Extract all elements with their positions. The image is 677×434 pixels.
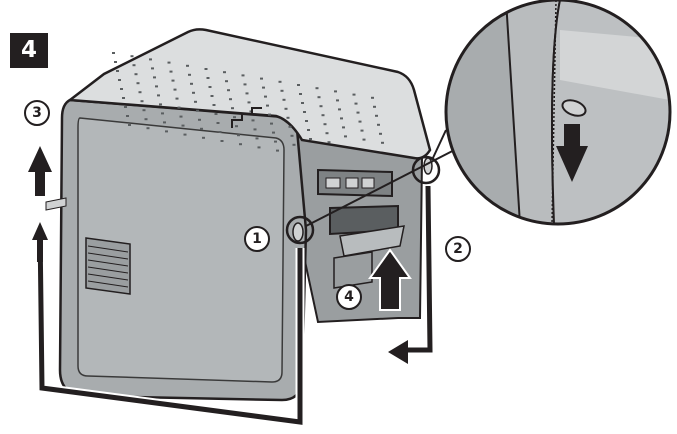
arrow-icon [388, 340, 408, 364]
control-panel [318, 170, 392, 196]
callout-2: 2 [445, 236, 471, 262]
arrow-icon [28, 146, 52, 196]
arrow-icon [32, 222, 48, 262]
vent-grille [86, 238, 130, 294]
callout-4: 4 [336, 284, 362, 310]
callout-3: 3 [24, 100, 50, 126]
step-number-badge: 4 [10, 33, 48, 68]
magnifier-inset [446, 0, 670, 224]
callout-1: 1 [244, 226, 270, 252]
